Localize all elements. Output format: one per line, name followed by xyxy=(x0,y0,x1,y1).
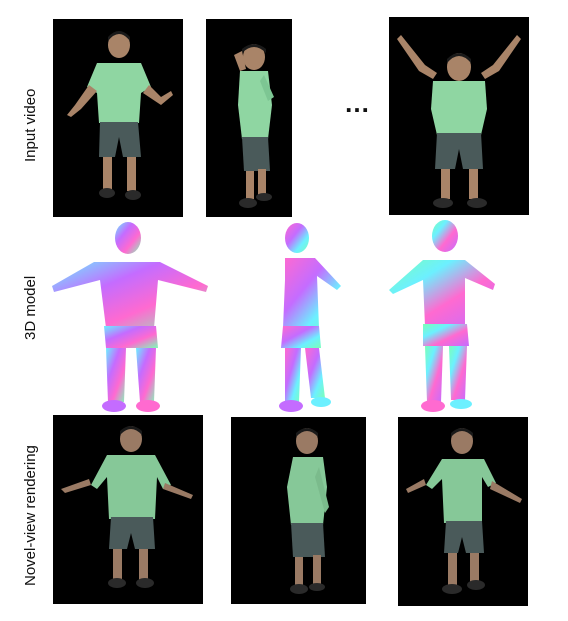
input-frame-3 xyxy=(389,17,529,215)
row-label-input-video: Input video xyxy=(22,88,39,162)
mesh-front-icon xyxy=(52,222,208,412)
ellipsis: … xyxy=(344,88,371,118)
input-frame-1 xyxy=(53,19,183,217)
row-label-novel-view-rendering: Novel-view rendering xyxy=(22,445,39,586)
input-frame-2 xyxy=(206,19,292,217)
render-three-quarter-icon xyxy=(406,428,522,594)
render-front-icon xyxy=(61,426,193,588)
render-frame-3 xyxy=(398,417,528,606)
mesh-three-quarter-icon xyxy=(389,220,495,412)
mesh-side-icon xyxy=(279,223,341,412)
render-frame-1 xyxy=(53,415,203,604)
person-front-arms-down-icon xyxy=(67,31,173,200)
person-arms-up-icon xyxy=(397,35,521,208)
render-frame-2 xyxy=(231,417,366,604)
row-label-3d-model: 3D model xyxy=(22,275,39,340)
person-side-icon xyxy=(234,44,274,208)
render-side-icon xyxy=(287,428,329,594)
